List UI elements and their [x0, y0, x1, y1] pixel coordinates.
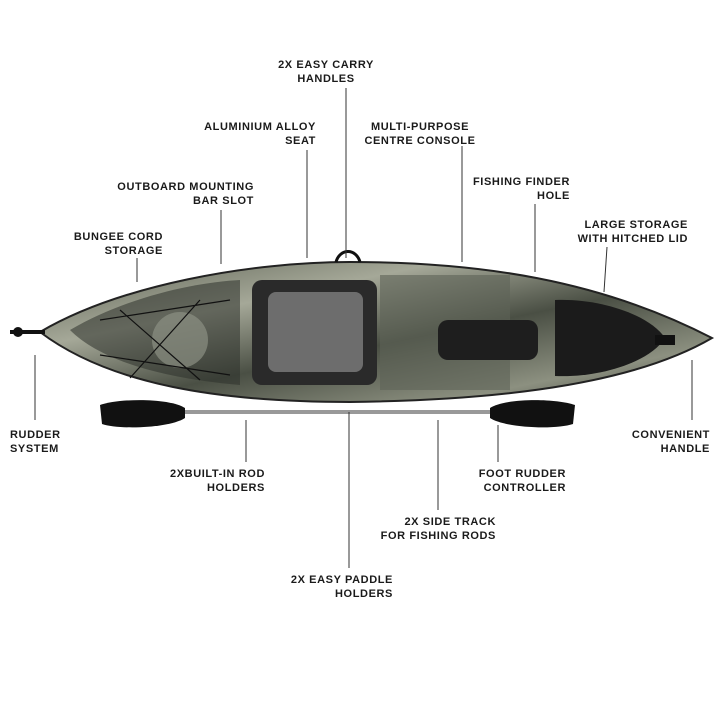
- bow-handle: [655, 335, 675, 345]
- label-line: MULTI-PURPOSE: [370, 121, 470, 133]
- label-foot-rudder: FOOT RUDDER CONTROLLER: [456, 467, 566, 495]
- label-line: HOLDERS: [207, 482, 265, 494]
- label-line: CONTROLLER: [483, 482, 566, 494]
- label-line: BAR SLOT: [192, 195, 254, 207]
- label-line: WITH HITCHED LID: [577, 233, 688, 245]
- kayak-hull: [10, 250, 715, 404]
- label-side-track: 2X SIDE TRACK FOR FISHING RODS: [370, 515, 496, 543]
- label-line: STORAGE: [104, 245, 163, 257]
- label-line: HOLE: [537, 190, 570, 202]
- label-outboard: OUTBOARD MOUNTING BAR SLOT: [100, 180, 254, 208]
- label-line: SEAT: [285, 135, 316, 147]
- label-rudder: RUDDER SYSTEM: [10, 428, 80, 456]
- label-line: RUDDER: [10, 429, 61, 441]
- carry-handle: [334, 250, 362, 263]
- fishing-finder-mount: [438, 320, 538, 360]
- label-console: MULTI-PURPOSE CENTRE CONSOLE: [362, 120, 478, 148]
- label-line: FOOT RUDDER: [478, 468, 566, 480]
- label-line: SYSTEM: [10, 443, 59, 455]
- bungee-cords: [99, 299, 231, 381]
- label-line: HANDLES: [297, 73, 355, 85]
- label-line: BUNGEE CORD: [73, 231, 163, 243]
- label-line: FOR FISHING RODS: [380, 530, 496, 542]
- label-line: CENTRE CONSOLE: [364, 135, 476, 147]
- paddle: [100, 400, 575, 428]
- label-line: 2X EASY PADDLE: [290, 574, 393, 586]
- label-line: CONVENIENT: [631, 429, 710, 441]
- label-line: LARGE STORAGE: [584, 219, 688, 231]
- label-line: ALUMINIUM ALLOY: [204, 121, 316, 133]
- label-line: 2XBUILT-IN ROD: [170, 468, 265, 480]
- label-line: FISHING FINDER: [472, 176, 570, 188]
- label-line: 2X SIDE TRACK: [404, 516, 496, 528]
- label-seat: ALUMINIUM ALLOY SEAT: [190, 120, 316, 148]
- label-rod-holders: 2XBUILT-IN ROD HOLDERS: [150, 467, 265, 495]
- label-line: HANDLE: [660, 443, 710, 455]
- storage-hatch: [555, 299, 665, 377]
- leader-lines: [34, 88, 693, 568]
- label-paddle-holders: 2X EASY PADDLE HOLDERS: [272, 573, 393, 601]
- label-finder: FISHING FINDER HOLE: [460, 175, 570, 203]
- label-handle: CONVENIENT HANDLE: [610, 428, 710, 456]
- label-carry-handles: 2X EASY CARRY HANDLES: [270, 58, 382, 86]
- label-line: 2X EASY CARRY: [278, 59, 374, 71]
- label-line: OUTBOARD MOUNTING: [117, 181, 254, 193]
- label-line: HOLDERS: [335, 588, 393, 600]
- label-large-storage: LARGE STORAGE WITH HITCHED LID: [560, 218, 688, 246]
- label-bungee: BUNGEE CORD STORAGE: [60, 230, 163, 258]
